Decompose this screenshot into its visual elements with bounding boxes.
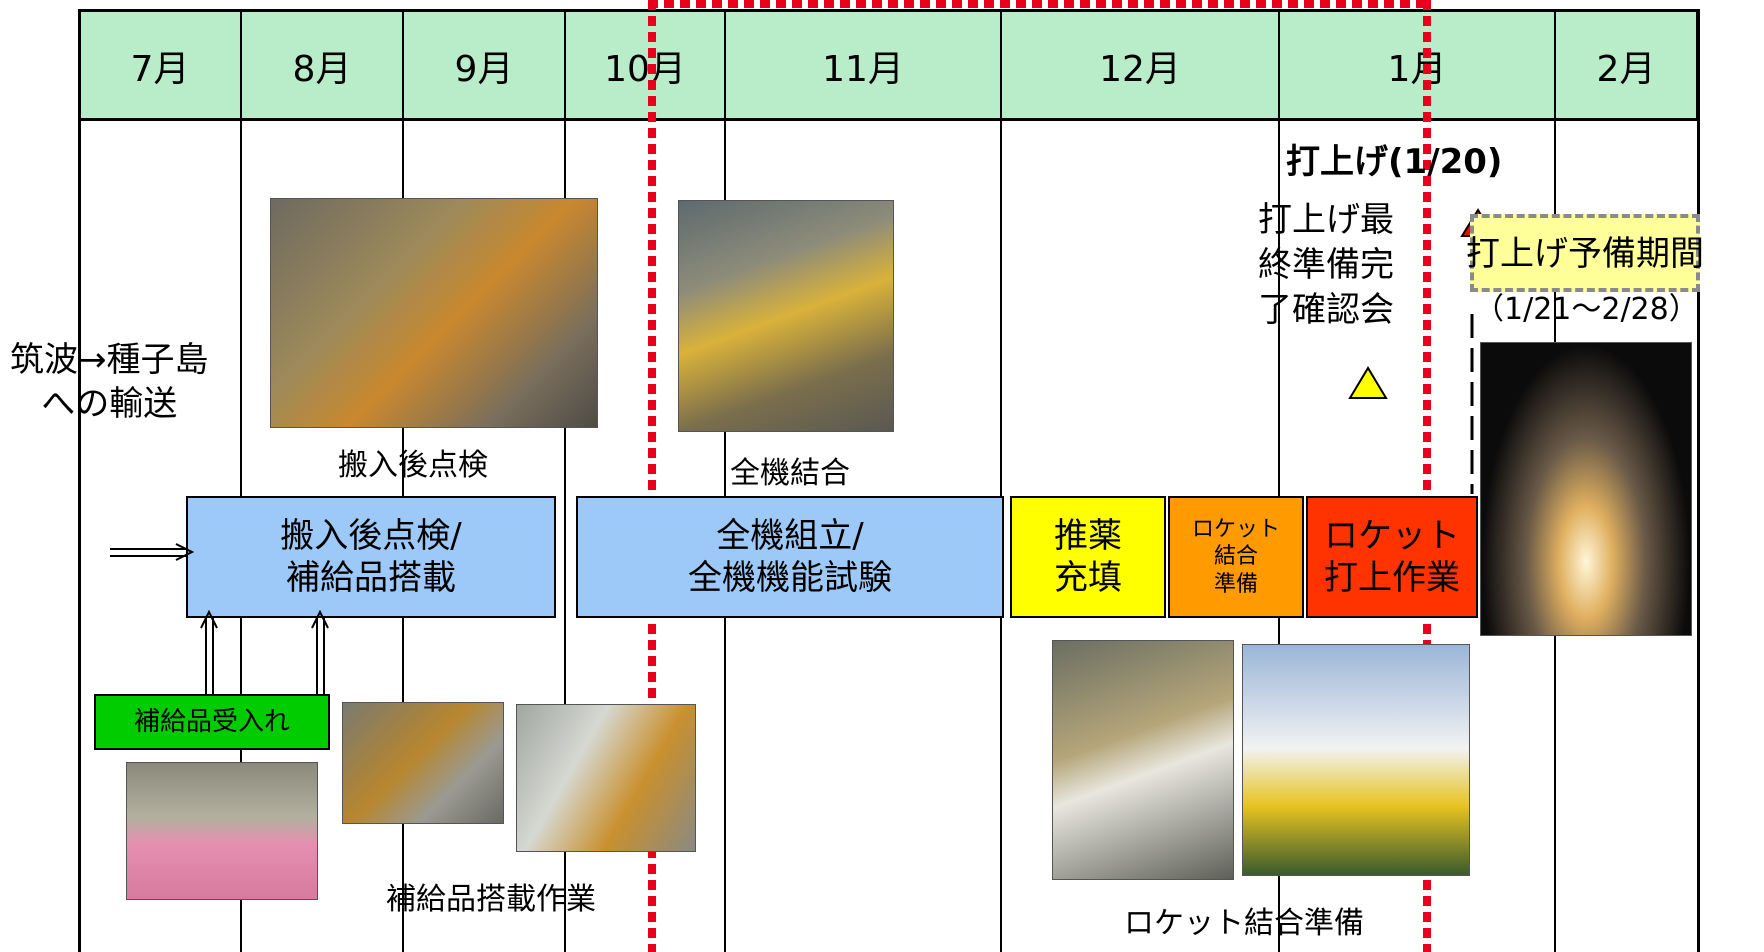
bar-assembly-test: 全機組立/ 全機機能試験 <box>576 496 1004 618</box>
month-oct: 10月 <box>566 12 726 120</box>
reserve-period-range: （1/21～2/28） <box>1474 292 1699 327</box>
transport-label: 筑波→種子島 への輸送 <box>10 340 209 425</box>
dotted-boundary-right <box>1423 0 1431 952</box>
grid-line-sep <box>402 9 404 952</box>
grid-line-left <box>78 9 81 952</box>
receive-arrow-2-head <box>311 609 329 629</box>
cargo-loading-photo-1 <box>342 702 504 824</box>
grid-line-right <box>1697 9 1700 952</box>
bar-inspect-load-label: 搬入後点検/ 補給品搭載 <box>280 515 462 599</box>
cargo-receive-photo <box>126 762 318 900</box>
inspection-photo <box>270 198 598 428</box>
cargo-loading-caption: 補給品搭載作業 <box>386 882 596 917</box>
launch-photo <box>1480 342 1692 636</box>
final-review-label: 打上げ最 終準備完 了確認会 <box>1258 200 1394 330</box>
grid-top-border <box>78 9 1700 12</box>
bar-rocket-launch: ロケット 打上作業 <box>1306 496 1478 618</box>
reserve-period-label: 打上げ予備期間 <box>1466 234 1704 274</box>
grid-line-nov <box>724 9 726 952</box>
bar-rocket-prep-label: ロケット 結合 準備 <box>1191 516 1280 597</box>
grid-line-jan <box>1278 9 1280 952</box>
month-nov: 11月 <box>726 12 1002 120</box>
bar-propellant-label: 推薬 充填 <box>1054 515 1122 599</box>
month-aug: 8月 <box>242 12 404 120</box>
grid-line-aug <box>240 9 242 952</box>
grid-line-oct <box>564 9 566 952</box>
bar-propellant: 推薬 充填 <box>1010 496 1166 618</box>
bar-rocket-launch-label: ロケット 打上作業 <box>1324 515 1460 599</box>
month-dec: 12月 <box>1002 12 1280 120</box>
rocket-prep-caption: ロケット結合準備 <box>1124 906 1364 941</box>
final-review-marker <box>1348 366 1388 399</box>
dotted-boundary-top <box>648 0 1431 8</box>
cargo-loading-photo-2 <box>516 704 696 852</box>
bar-assembly-test-label: 全機組立/ 全機機能試験 <box>688 515 892 599</box>
assembly-photo <box>678 200 894 432</box>
month-jan: 1月 <box>1280 12 1556 120</box>
inspection-photo-caption: 搬入後点検 <box>338 448 488 483</box>
bar-cargo-receive-label: 補給品受入れ <box>133 706 290 737</box>
month-jul: 7月 <box>80 12 242 120</box>
bar-inspect-load: 搬入後点検/ 補給品搭載 <box>186 496 556 618</box>
receive-arrow-1-head <box>200 609 218 629</box>
month-feb: 2月 <box>1556 12 1698 120</box>
grid-header-bottom <box>78 118 1700 121</box>
launch-label: 打上げ(1/20) <box>1286 142 1503 182</box>
bar-cargo-receive: 補給品受入れ <box>94 694 330 750</box>
grid-line-dec <box>1000 9 1002 952</box>
rocket-prep-photo-2 <box>1242 644 1470 876</box>
reserve-period-box <box>1470 214 1700 292</box>
month-sep: 9月 <box>404 12 566 120</box>
rocket-prep-photo-1 <box>1052 640 1234 880</box>
transport-arrow-head <box>175 543 195 561</box>
dotted-boundary-left <box>648 0 656 952</box>
bar-rocket-prep: ロケット 結合 準備 <box>1168 496 1304 618</box>
assembly-photo-caption: 全機結合 <box>730 456 850 491</box>
